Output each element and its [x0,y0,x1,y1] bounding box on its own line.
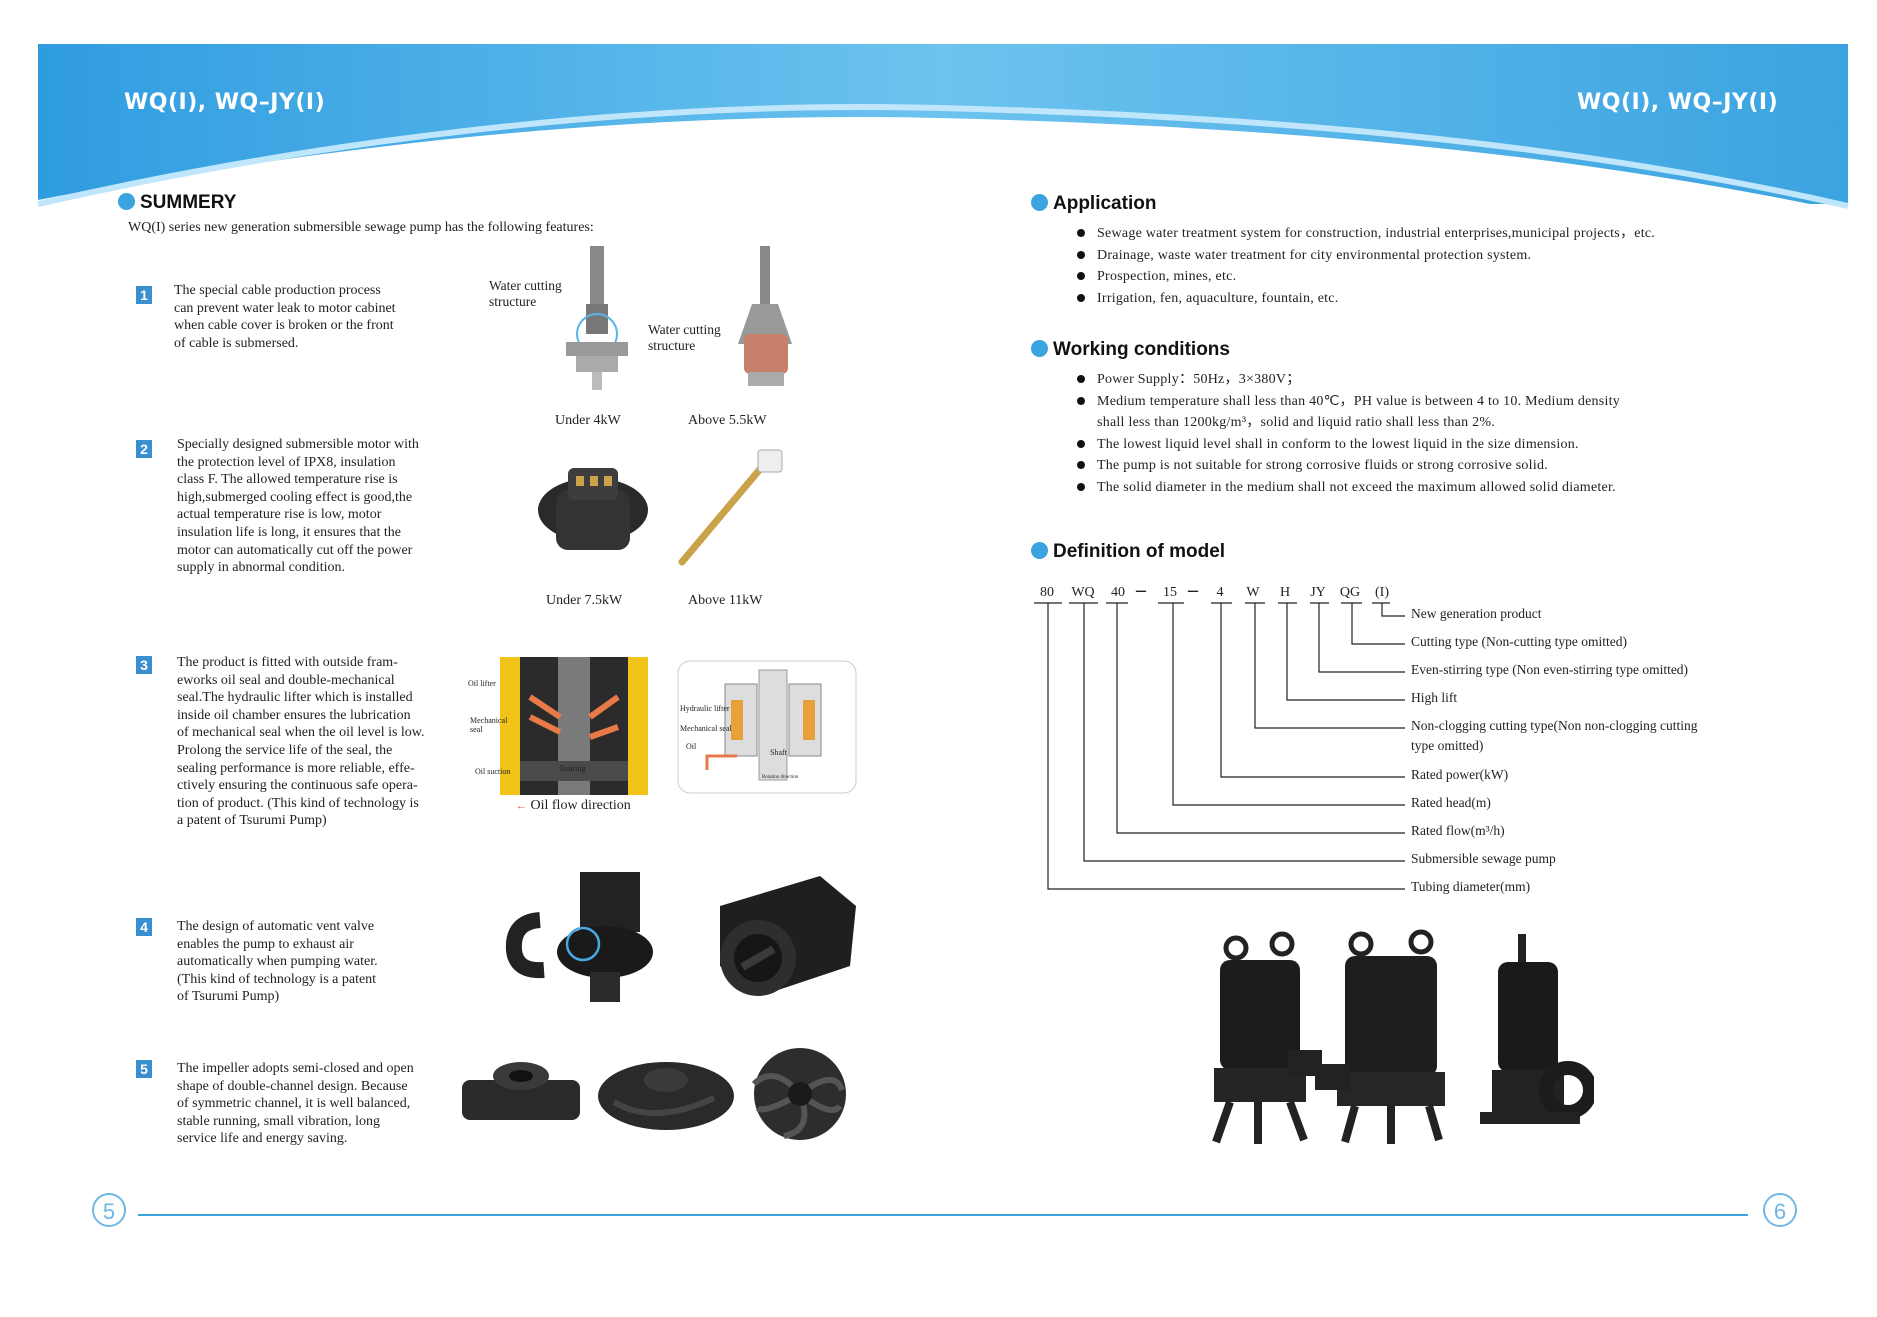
pump-photo-left [1212,931,1322,1144]
list-item: The lowest liquid level shall in conform… [1075,434,1815,456]
water-cutting-label-1: Water cutting structure [489,278,562,309]
model-code-wq: WQ [1071,585,1095,600]
header-band [37,44,1849,230]
vent-valve-closeup-image [720,876,856,996]
model-def-rated-power: Rated power(kW) [1411,767,1509,782]
working-conditions-list: Power Supply：50Hz，3×380V； Medium tempera… [1075,369,1815,498]
feature-number-5: 5 [136,1060,152,1078]
model-def-non-clogging: Non-clogging cutting type(Non non-cloggi… [1411,718,1698,733]
bullet-dot-icon [1031,194,1048,211]
motor-housing-image [538,468,648,550]
working-conditions-heading: Working conditions [1031,339,1230,361]
oil-flow-caption: ← Oil flow direction [516,798,631,813]
vent-valve-pump-image [505,872,653,1002]
label-mechanical-seal: Mechanical seal [470,716,508,734]
feature-number-1: 1 [136,286,152,304]
feature-number-2: 2 [136,440,152,458]
label-oil-suction: Oil suction [475,767,511,776]
page-number-right: 6 [1763,1193,1797,1227]
model-def-rated-head: Rated head(m) [1411,795,1491,810]
summary-intro: WQ(I) series new generation submersible … [128,220,594,235]
caption-above-5-5kw: Above 5.5kW [688,413,767,428]
model-connector-lines [1034,602,1405,890]
model-code-40: 40 [1111,585,1125,600]
model-def-even-stirring: Even-stirring type (Non even-stirring ty… [1411,662,1689,677]
caption-under-4kw: Under 4kW [555,413,621,428]
caption-under-7-5kw: Under 7.5kW [546,593,623,608]
model-def-rated-flow: Rated flow(m³/h) [1411,823,1505,838]
model-def-high-lift: High lift [1411,690,1458,705]
model-code-dash-2: – [1188,579,1198,601]
thermal-protector-image [678,449,783,566]
feature-text-2: Specially designed submersible motor wit… [177,437,419,576]
application-heading: Application [1031,193,1156,215]
label-bearing: Bearing [560,764,586,773]
model-code-jy: JY [1310,585,1326,600]
feature-number-4: 4 [136,918,152,936]
label-oil: Oil [686,742,697,751]
feature-number-3: 3 [136,656,152,674]
impeller-angle-image [598,1062,734,1130]
model-code-80: 80 [1040,585,1054,600]
arrow-left-icon: ← [516,800,527,812]
list-item: Power Supply：50Hz，3×380V； [1075,369,1815,391]
list-item: The pump is not suitable for strong corr… [1075,455,1815,477]
model-def-cutting-type: Cutting type (Non-cutting type omitted) [1411,634,1627,649]
cable-structure-large-image [738,246,792,386]
caption-above-11kw: Above 11kW [688,593,763,608]
pump-photo-right [1480,934,1594,1124]
model-code-i: (I) [1375,585,1389,600]
feature-text-5: The impeller adopts semi-closed and open… [177,1061,414,1147]
oil-seal-cutaway-image [500,657,648,795]
label-hydraulic-lifter: Hydraulic lifter [680,704,730,713]
bullet-dot-icon [1031,340,1048,357]
list-item: Prospection, mines, etc. [1075,266,1795,288]
application-list: Sewage water treatment system for constr… [1075,223,1795,309]
label-mechanical-seal-2: Mechanical seal [680,724,732,733]
label-oil-lifter: Oil lifter [468,679,496,688]
cable-structure-small-image [566,246,628,390]
bullet-dot-icon [1031,542,1048,559]
list-item: Irrigation, fen, aquaculture, fountain, … [1075,288,1795,310]
model-code-dash-1: – [1136,579,1146,601]
model-def-tubing: Tubing diameter(mm) [1411,879,1531,894]
footer-rule [138,1214,1748,1216]
label-rotation-direction: Rotation direction [762,775,799,780]
list-item: Drainage, waste water treatment for city… [1075,245,1795,267]
list-item: Medium temperature shall less than 40℃，P… [1075,391,1815,413]
model-code-15: 15 [1163,585,1177,600]
impeller-side-image [462,1062,580,1120]
model-definition-heading: Definition of model [1031,541,1225,563]
header-title-left: WQ(I), WQ–JY(I) [124,90,326,115]
water-cutting-label-2: Water cutting structure [648,322,721,353]
page-number-left: 5 [92,1193,126,1227]
pump-photo-middle [1315,929,1445,1144]
header-title-right: WQ(I), WQ–JY(I) [1577,90,1779,115]
summary-heading: SUMMERY [118,192,236,214]
model-code-4: 4 [1216,585,1224,600]
list-item: The solid diameter in the medium shall n… [1075,477,1815,499]
model-code-w: W [1246,585,1260,600]
label-shaft: Shaft [770,748,787,757]
hydraulic-lifter-diagram [677,660,857,794]
model-code-h: H [1279,585,1291,600]
impeller-top-image [751,1048,846,1140]
list-item-continuation: shall less than 1200kg/m³，solid and liqu… [1097,415,1495,430]
model-def-non-clogging-cont: type omitted) [1411,738,1484,753]
model-code-qg: QG [1339,585,1361,600]
model-def-new-generation: New generation product [1411,606,1542,621]
list-item: Sewage water treatment system for constr… [1075,223,1795,245]
bullet-dot-icon [118,193,135,210]
model-def-submersible: Submersible sewage pump [1411,851,1556,866]
feature-text-3: The product is fitted with outside fram-… [177,655,425,829]
